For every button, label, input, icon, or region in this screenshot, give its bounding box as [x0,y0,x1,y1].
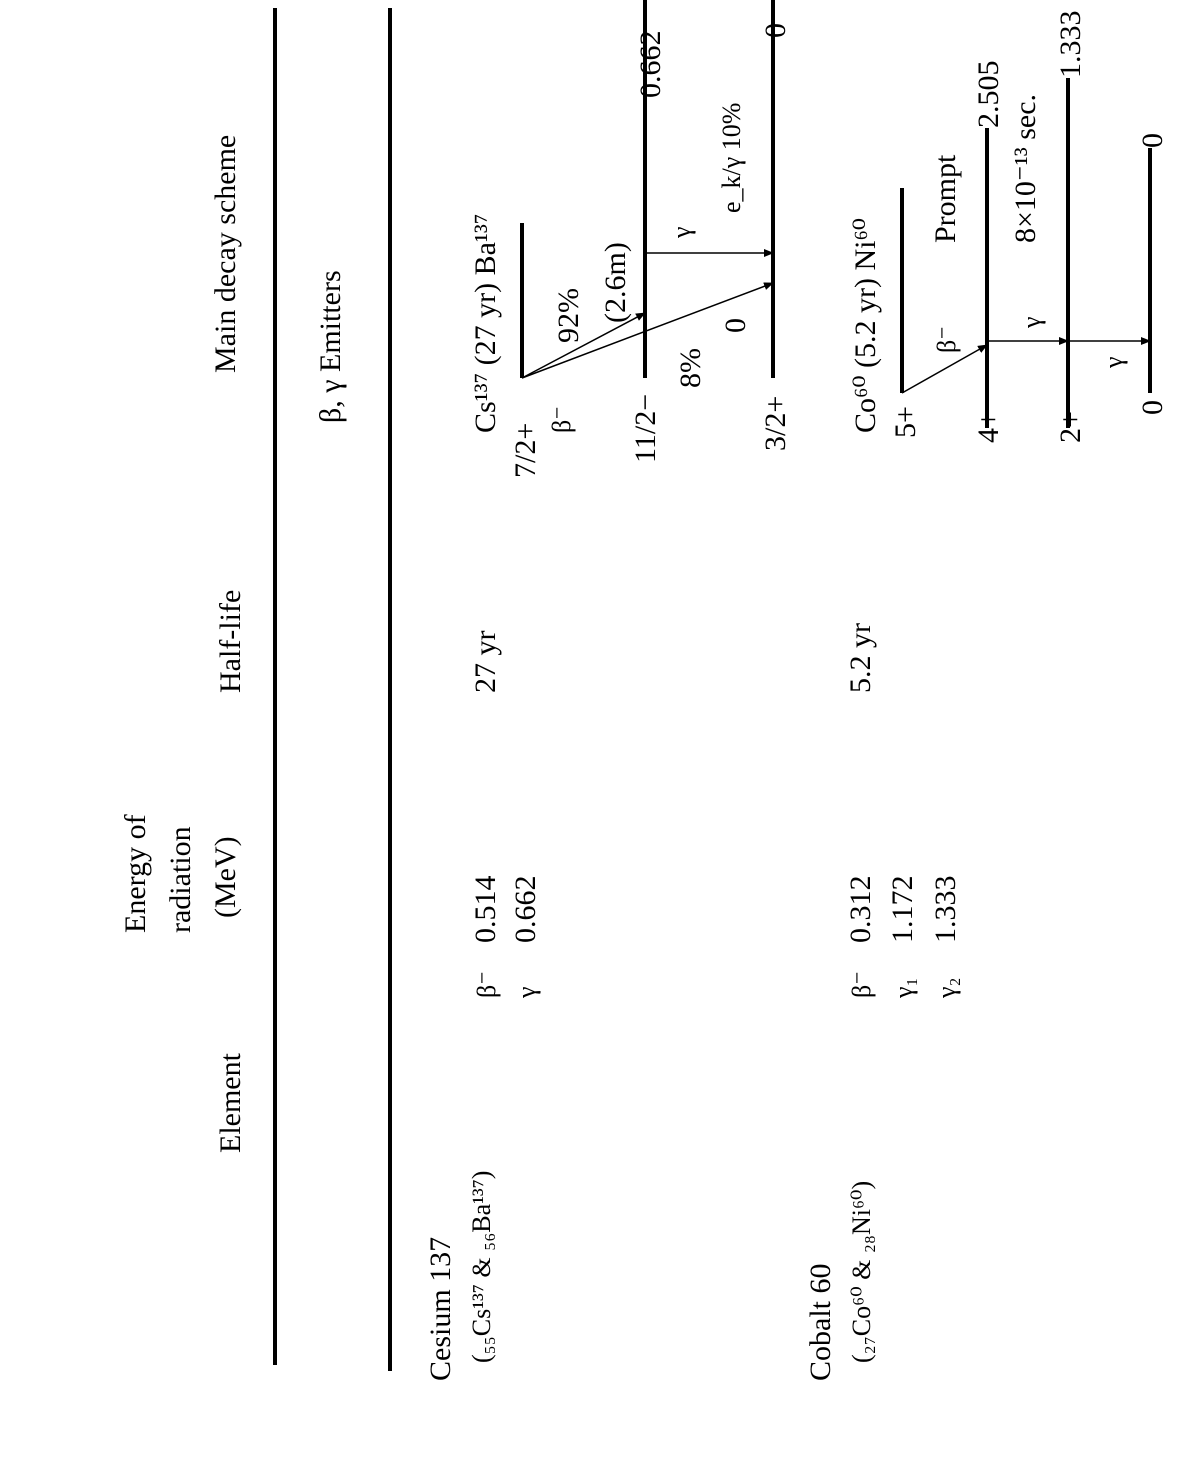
cobalt-beta-arrow [901,344,988,394]
cobalt-prompt-label: Prompt [929,154,962,243]
cesium-branch-8: 8% [674,348,707,388]
cobalt-level1-spin: 4+ [972,411,1005,443]
cesium-element-name: Cesium 137 [424,1237,457,1381]
cobalt-element-name: Cobalt 60 [804,1264,837,1382]
cesium-conversion-label: e_k/γ 10% [717,103,746,213]
cesium-radiation-type-2: γ [512,987,541,1000]
cobalt-lifetime-label: 8×10⁻¹³ sec. [1009,94,1042,243]
cesium-branch-8-level: 0 [719,318,752,333]
cobalt-radiation-type-3: γ₂ [932,977,961,999]
cobalt-level2-spin: 2+ [1054,411,1087,443]
cobalt-scheme-title: Co⁶⁰ (5.2 yr) Ni⁶⁰ [849,218,882,433]
cobalt-half-life: 5.2 yr [844,623,877,693]
cobalt-gamma1-label: γ [1017,317,1046,330]
cesium-element-detail: (₅₅Cs¹³⁷ & ₅₆Ba¹³⁷) [467,1171,496,1363]
cobalt-ground-energy: 0 [1136,133,1169,148]
cobalt-ground-spin: 0 [1136,400,1169,415]
cobalt-element-detail: (₂₇Co⁶⁰ & ₂₈Ni⁶⁰) [847,1181,876,1363]
cobalt-radiation-type-2: γ₁ [889,977,918,999]
header-half-life: Half-life [214,590,247,693]
cesium-branch-92-time: (2.6m) [599,242,632,323]
cesium-parent-spin: 7/2+ [509,423,542,478]
cesium-beta-arrow-8 [521,282,774,379]
cesium-branch-92: 92% [552,288,585,343]
header-element: Element [214,1052,247,1153]
cobalt-radiation-energy-1: 0.312 [844,876,877,944]
cobalt-radiation-type-1: β⁻ [847,971,876,998]
cobalt-radiation-energy-2: 1.172 [886,876,919,944]
cobalt-beta-label: β⁻ [932,326,961,353]
cesium-decay-scheme: Cs¹³⁷ (27 yr) Ba¹³⁷ 7/2+ β⁻ 11/2− 0.662 … [469,0,792,478]
header-energy-line1: Energy of [119,814,152,933]
cobalt-decay-scheme: Co⁶⁰ (5.2 yr) Ni⁶⁰ 5+ β⁻ Prompt 4+ 2.505… [849,11,1169,444]
header-energy-line2: radiation [164,826,197,933]
cesium-beta-label: β⁻ [547,406,576,433]
cesium-gamma-label: γ [667,227,696,240]
cesium-radiation-type-1: β⁻ [472,971,501,998]
cobalt-level1-energy: 2.505 [972,61,1005,129]
cesium-ground-spin: 3/2+ [759,396,792,451]
cobalt-radiation-energy-3: 1.333 [929,876,962,944]
section-title: β, γ Emitters [314,270,347,423]
cobalt-parent-spin: 5+ [889,406,922,438]
cobalt-level2-energy: 1.333 [1054,11,1087,79]
header-energy-line3: (MeV) [209,836,242,918]
cesium-scheme-title: Cs¹³⁷ (27 yr) Ba¹³⁷ [469,214,502,433]
cesium-excited-energy: 0.662 [634,31,667,99]
cesium-radiation-energy-1: 0.514 [469,876,502,944]
cesium-beta-arrow-92 [521,312,646,379]
cesium-half-life: 27 yr [469,631,502,694]
cesium-excited-spin: 11/2− [629,394,662,463]
cesium-radiation-energy-2: 0.662 [509,876,542,944]
cobalt-gamma2-label: γ [1099,357,1128,370]
cesium-ground-energy: 0 [759,23,792,38]
header-main-decay-scheme: Main decay scheme [209,135,242,373]
